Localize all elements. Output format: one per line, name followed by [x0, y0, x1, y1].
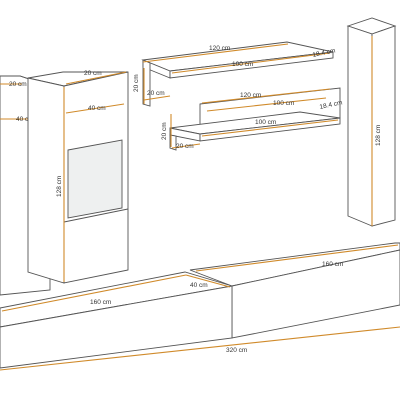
- upper-shelf-height-label: 20 cm: [133, 74, 140, 92]
- left-cabinet-width-label: 40 cm: [16, 116, 34, 123]
- upper-shelf-back-width-label: 120 cm: [209, 45, 230, 52]
- tv-stand-depth-label: 40 cm: [190, 282, 208, 289]
- lower-shelf-inner-width-label: 100 cm: [273, 100, 294, 107]
- right-tall-cabinet: [346, 17, 397, 227]
- glass-cabinet-depth-label: 20 cm: [84, 70, 102, 77]
- lower-shelf-back-width-label: 120 cm: [240, 92, 261, 99]
- total-width-label: 320 cm: [226, 347, 247, 354]
- glass-cabinet-height-label: 128 cm: [56, 176, 63, 197]
- upper-shelf-front-width-label: 100 cm: [232, 61, 253, 68]
- upper-shelf-depth-right-label: 18.4 cm: [312, 47, 336, 59]
- left-tv-stand-width-label: 160 cm: [90, 299, 111, 306]
- left-cabinet-depth-label: 20 cm: [9, 81, 27, 88]
- glass-cabinet-width-label: 40 cm: [88, 105, 106, 112]
- glass-door-cabinet: [27, 71, 129, 284]
- right-cabinet-height-label: 128 cm: [375, 125, 382, 146]
- right-tv-stand-width-label: 160 cm: [322, 261, 343, 268]
- left-tv-stand: [0, 271, 400, 371]
- lower-shelf-height-label: 20 cm: [161, 122, 168, 140]
- glass-door: [67, 139, 123, 219]
- lower-shelf-depth-left-label: 20 cm: [176, 143, 194, 150]
- lower-shelf-depth-right-label: 18.4 cm: [319, 99, 343, 111]
- upper-shelf: [141, 41, 334, 107]
- lower-shelf: [169, 87, 341, 151]
- lower-shelf-front-width-label: 100 cm: [255, 119, 276, 126]
- upper-shelf-depth-left-label: 20 cm: [147, 90, 165, 97]
- right-tv-stand: [189, 242, 400, 339]
